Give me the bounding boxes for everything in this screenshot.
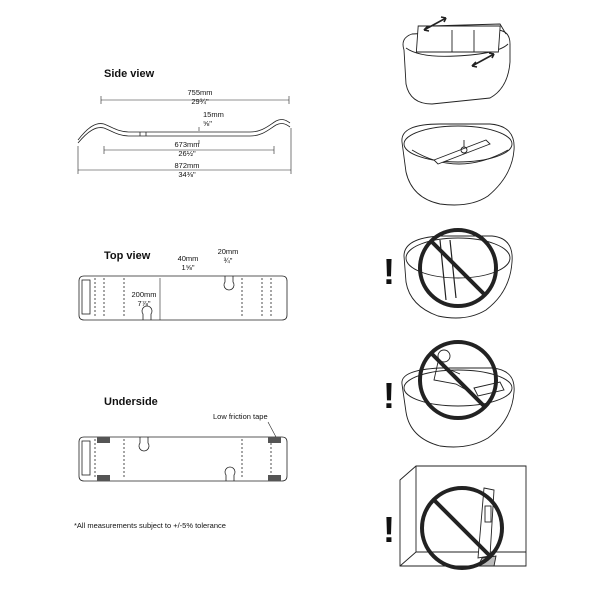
dim-755-in: 29¾": [191, 97, 209, 106]
low-friction-tape: [97, 437, 281, 481]
side-view-dimensions: [77, 96, 292, 174]
bathtub-adjust-icon: [402, 16, 511, 105]
dim-15-in: ⅝": [203, 119, 212, 128]
top-view-heading: Top view: [104, 250, 151, 262]
warning-mark-1: !: [383, 251, 395, 292]
dim-755-mm: 755mm: [187, 88, 213, 97]
dim-15-mm: 15mm: [203, 110, 224, 119]
side-view-profile: [77, 119, 291, 144]
dim-20: 20mm ¾": [216, 247, 240, 265]
dim-40-mm: 40mm: [177, 254, 199, 263]
dim-20-mm: 20mm: [217, 247, 239, 256]
dim-872-mm: 872mm: [174, 161, 200, 170]
no-sit-on-tray-icon: [401, 340, 515, 448]
warning-mark-2: !: [383, 375, 395, 416]
dim-20-in: ¾": [223, 256, 233, 265]
underside-tray: [78, 421, 288, 482]
dim-673-in: 26½": [178, 149, 196, 158]
dim-872: 872mm 34⅜": [162, 161, 212, 179]
dim-200-mm: 200mm: [131, 290, 157, 299]
dim-755: 755mm 29¾": [175, 88, 225, 106]
bathtub-installed-icon: [401, 123, 515, 206]
underside-heading: Underside: [104, 396, 158, 408]
no-stand-upright-icon: [399, 465, 527, 570]
dim-872-in: 34⅜": [178, 170, 196, 179]
footnote: *All measurements subject to +/-5% toler…: [74, 521, 226, 530]
dim-673: 673mm 26½": [162, 140, 212, 158]
dim-40-in: 1⅝": [181, 263, 195, 272]
tape-label: Low friction tape: [213, 412, 268, 421]
top-view-tray: [78, 275, 288, 321]
warning-mark-3: !: [383, 509, 395, 550]
no-stand-in-tub-icon: [403, 228, 513, 319]
dim-40: 40mm 1⅝": [174, 254, 202, 272]
dim-200-in: 7⅞": [137, 299, 151, 308]
side-view-heading: Side view: [104, 68, 155, 80]
dim-15: 15mm ⅝": [203, 110, 224, 128]
dim-673-mm: 673mm: [174, 140, 200, 149]
dim-200: 200mm 7⅞": [130, 290, 158, 308]
